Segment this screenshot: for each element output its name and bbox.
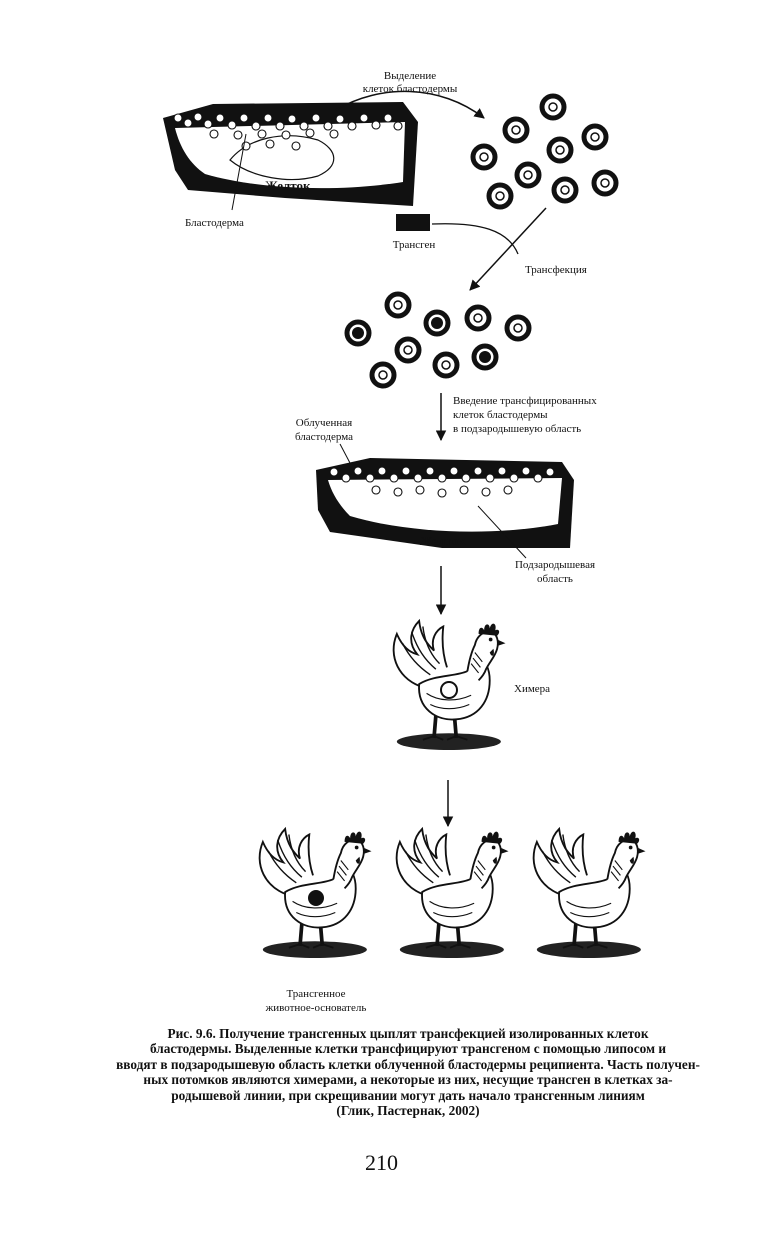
founder-label-line1: Трансгенное xyxy=(287,988,346,1000)
caption-line-3: вводят в подзародышевую область клетки о… xyxy=(116,1056,700,1072)
isolation-label-line2: клеток бластодермы xyxy=(363,83,458,95)
caption-line-6: (Глик, Пастернак, 2002) xyxy=(336,1103,480,1119)
transgene-arrow xyxy=(431,223,519,255)
injection-label-line2: клеток бластодермы xyxy=(453,409,548,421)
irradiated-label-line1: Облученная xyxy=(296,417,352,429)
isolated-cells xyxy=(470,93,619,210)
offspring-chicken-right xyxy=(531,826,648,960)
founder-label-line2: животное-основатель xyxy=(265,1002,367,1014)
blastoderm-leader xyxy=(231,133,247,211)
chimera-chicken xyxy=(391,618,508,752)
subgerminal-label-line2: область xyxy=(537,573,573,585)
blastoderm-dish-top: Желток xyxy=(163,102,418,206)
caption-line-1: Рис. 9.6. Получение трансгенных цыплят т… xyxy=(167,1026,649,1041)
transfection-label: Трансфекция xyxy=(525,264,587,276)
chimera-label: Химера xyxy=(514,683,550,695)
offspring-chicken-middle xyxy=(394,826,511,960)
irradiated-label-line2: бластодерма xyxy=(295,431,353,443)
isolation-label-line1: Выделение xyxy=(384,70,436,82)
transgene-label: Трансген xyxy=(393,239,436,251)
yolk-label-bottom: Желток xyxy=(420,533,466,548)
page-number: 210 xyxy=(365,1150,398,1175)
transgene-block xyxy=(396,214,430,231)
caption-line-2: бластодермы. Выделенные клетки трансфици… xyxy=(149,1041,667,1057)
offspring-founder-chicken xyxy=(257,826,374,960)
blastoderm-label: Бластодерма xyxy=(185,217,244,229)
subgerminal-leader xyxy=(477,505,527,559)
caption-line-4: ных потомков являются химерами, а некото… xyxy=(143,1072,673,1088)
injection-label-line1: Введение трансфицированных xyxy=(453,395,597,407)
blastoderm-dish-bottom: Желток xyxy=(316,458,574,548)
subgerminal-label-line1: Подзародышевая xyxy=(515,559,595,571)
yolk-label-top: Желток xyxy=(265,178,311,193)
caption-line-5: родышевой линии, при скрещивании могут д… xyxy=(171,1087,645,1103)
isolation-arrow xyxy=(335,90,485,119)
transfection-arrow xyxy=(469,207,547,291)
transfected-cells xyxy=(344,291,532,389)
injection-label-line3: в подзародышевую область xyxy=(453,423,581,435)
figure-caption: Рис. 9.6. Получение трансгенных цыплят т… xyxy=(88,1026,728,1118)
